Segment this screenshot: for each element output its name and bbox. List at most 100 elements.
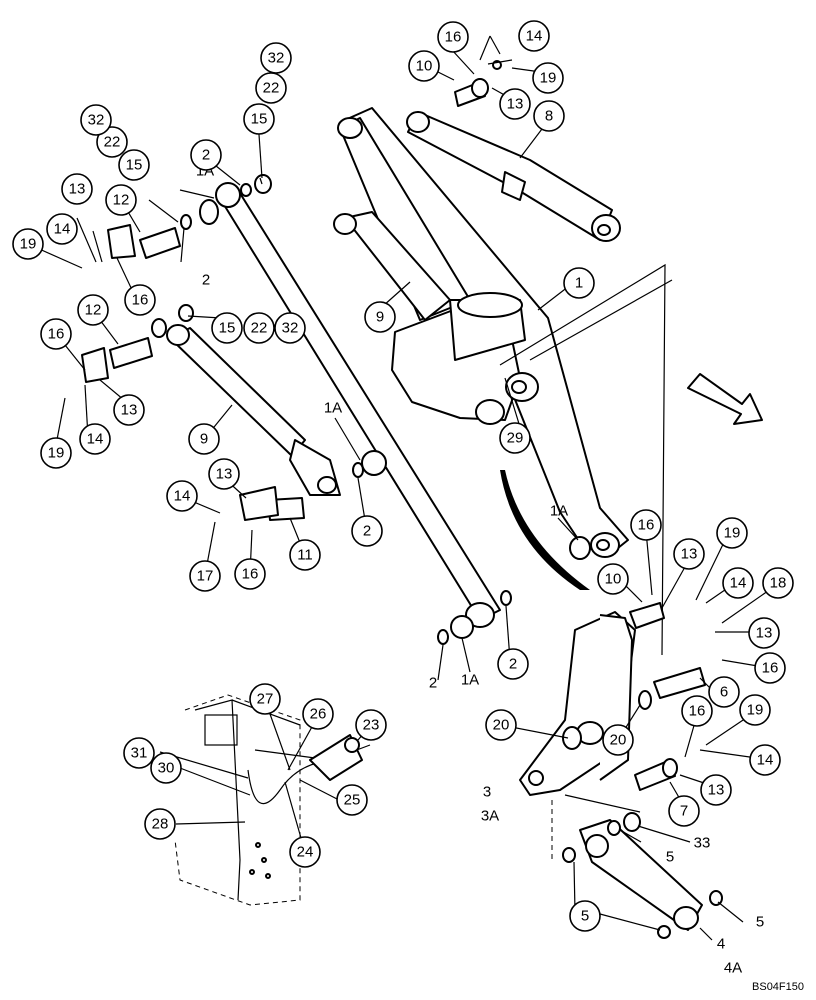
callout-13-right-mid: 13 [748, 617, 780, 649]
callout-1a-mid: 1A [324, 400, 342, 417]
svg-text:13: 13 [681, 546, 698, 563]
callout-12-upper: 12 [105, 184, 137, 216]
svg-text:22: 22 [263, 80, 280, 97]
svg-text:28: 28 [152, 816, 169, 833]
svg-text:3A: 3A [481, 808, 499, 825]
svg-text:26: 26 [310, 706, 327, 723]
callout-13-right-upper: 13 [673, 538, 705, 570]
callout-5-upper: 5 [666, 849, 674, 866]
callout-12-lower: 12 [77, 294, 109, 326]
callout-16-mid: 16 [234, 558, 266, 590]
svg-text:20: 20 [610, 732, 627, 749]
svg-text:19: 19 [747, 702, 764, 719]
callout-7: 7 [668, 795, 700, 827]
callout-5-left: 5 [569, 900, 601, 932]
callout-32-lower: 32 [274, 312, 306, 344]
callout-9-upper: 9 [364, 301, 396, 333]
svg-text:1: 1 [575, 275, 583, 292]
callout-13-top: 13 [499, 88, 531, 120]
callout-15-upper: 15 [118, 149, 150, 181]
forward-arrow [687, 373, 763, 425]
callout-13-upper-left: 13 [61, 173, 93, 205]
callout-13-lower-left: 13 [113, 394, 145, 426]
callout-3: 3 [483, 784, 491, 801]
callout-16-right-lower: 16 [681, 695, 713, 727]
svg-text:16: 16 [445, 29, 462, 46]
callout-19-lower-left: 19 [40, 437, 72, 469]
callout-18: 18 [762, 567, 794, 599]
svg-text:14: 14 [730, 575, 747, 592]
svg-text:13: 13 [69, 181, 86, 198]
callout-8: 8 [533, 100, 565, 132]
pin-12-lower [81, 337, 153, 383]
callout-31: 31 [123, 737, 155, 769]
svg-text:7: 7 [680, 803, 688, 820]
svg-text:12: 12 [113, 192, 130, 209]
callout-20-left: 20 [485, 709, 517, 741]
callout-19-right-upper: 19 [716, 517, 748, 549]
svg-text:1A: 1A [461, 672, 479, 689]
pin-12-upper [107, 224, 181, 259]
svg-text:2: 2 [202, 272, 210, 289]
callout-26: 26 [302, 698, 334, 730]
svg-text:15: 15 [126, 157, 143, 174]
callout-4: 4 [717, 936, 725, 953]
callout-5-right: 5 [756, 914, 764, 931]
svg-text:16: 16 [132, 292, 149, 309]
pin-11 [239, 486, 305, 521]
callout-3a: 3A [481, 808, 499, 825]
svg-text:5: 5 [581, 908, 589, 925]
svg-text:16: 16 [242, 566, 259, 583]
callout-10-top: 10 [408, 50, 440, 82]
svg-text:27: 27 [257, 691, 274, 708]
callout-9-lower: 9 [188, 423, 220, 455]
svg-text:13: 13 [756, 625, 773, 642]
svg-text:16: 16 [689, 703, 706, 720]
callout-16-top: 16 [437, 21, 469, 53]
callout-6: 6 [708, 676, 740, 708]
callout-29: 29 [499, 422, 531, 454]
svg-text:22: 22 [104, 134, 121, 151]
callout-25: 25 [336, 784, 368, 816]
svg-text:16: 16 [762, 660, 779, 677]
svg-text:2: 2 [429, 675, 437, 692]
svg-text:16: 16 [48, 326, 65, 343]
svg-text:32: 32 [88, 112, 105, 129]
callout-2-top: 2 [190, 139, 222, 171]
callout-16-lower-left: 16 [40, 318, 72, 350]
upper-pin-assembly [454, 59, 513, 107]
svg-text:19: 19 [724, 525, 741, 542]
svg-text:1A: 1A [324, 400, 342, 417]
svg-text:30: 30 [158, 760, 175, 777]
svg-text:1A: 1A [550, 503, 568, 520]
svg-text:17: 17 [197, 568, 214, 585]
callout-16-upper-left: 16 [124, 284, 156, 316]
link-4 [562, 812, 723, 939]
svg-text:15: 15 [251, 111, 268, 128]
callout-22-upper: 22 [96, 126, 128, 158]
svg-text:23: 23 [363, 717, 380, 734]
callout-11: 11 [289, 539, 321, 571]
reference-code: BS04F150 [752, 981, 804, 993]
callout-14-top: 14 [518, 20, 550, 52]
svg-text:31: 31 [131, 745, 148, 762]
svg-text:18: 18 [770, 575, 787, 592]
callout-10-right: 10 [597, 563, 629, 595]
svg-text:14: 14 [757, 752, 774, 769]
svg-text:13: 13 [216, 466, 233, 483]
callout-13-right-lower: 13 [700, 774, 732, 806]
callout-33: 33 [694, 835, 711, 852]
lift-cylinder-upper [333, 211, 451, 321]
callout-16-right-upper: 16 [630, 509, 662, 541]
callout-27: 27 [249, 683, 281, 715]
lift-cylinder-lower [166, 324, 341, 496]
callout-2-bottom-right: 2 [497, 648, 529, 680]
svg-text:25: 25 [344, 792, 361, 809]
callout-30: 30 [150, 752, 182, 784]
callout-17: 17 [189, 560, 221, 592]
svg-text:5: 5 [756, 914, 764, 931]
callout-14-lower-left: 14 [79, 423, 111, 455]
svg-text:16: 16 [638, 517, 655, 534]
svg-text:14: 14 [87, 431, 104, 448]
